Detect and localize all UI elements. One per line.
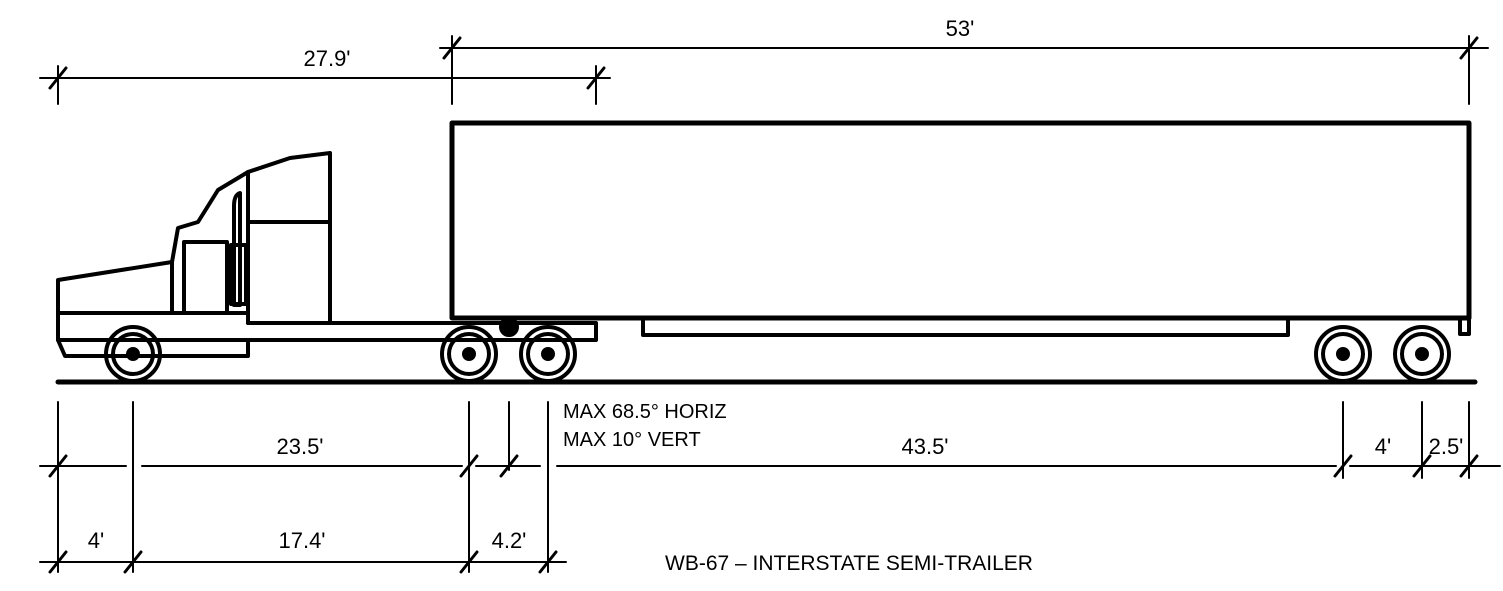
tractor-sleeper [246,151,332,325]
dim-label-53: 53' [946,16,975,41]
tractor-hood [56,260,174,315]
dim-label-front-4: 4' [88,528,104,553]
wheel-drive-1 [440,325,498,383]
trailer-rear-bumper [1458,316,1471,336]
exhaust-stack-outer [229,243,248,306]
articulation-note-horiz: MAX 68.5° HORIZ [563,401,727,423]
dim-label-17-4: 17.4' [278,528,325,553]
dim-label-2-5: 2.5' [1429,434,1464,459]
wheel-drive-2 [519,325,577,383]
wheel-trailer-2 [1393,325,1451,383]
wheel-steer [104,325,162,383]
dim-label-27-9: 27.9' [303,46,350,71]
articulation-note-vert: MAX 10° VERT [563,429,701,451]
dim-label-4-2: 4.2' [492,528,527,553]
kingpin [499,317,519,337]
tractor [56,151,598,358]
trailer-box [449,120,1472,321]
diagram-title: WB-67 – INTERSTATE SEMI-TRAILER [665,552,1033,575]
exhaust-stack [232,191,242,307]
trailer [449,120,1472,337]
top-dimensions [39,35,1489,105]
dim-label-axle-4: 4' [1375,434,1391,459]
dim-label-23-5: 23.5' [276,434,323,459]
tractor-frame [56,311,598,358]
dim-label-43-5: 43.5' [901,434,948,459]
trailer-underframe [641,316,1290,337]
bottom-dimensions [39,401,1501,574]
cab-window [182,240,229,315]
wheel-trailer-1 [1314,325,1372,383]
wheels [104,325,1451,383]
